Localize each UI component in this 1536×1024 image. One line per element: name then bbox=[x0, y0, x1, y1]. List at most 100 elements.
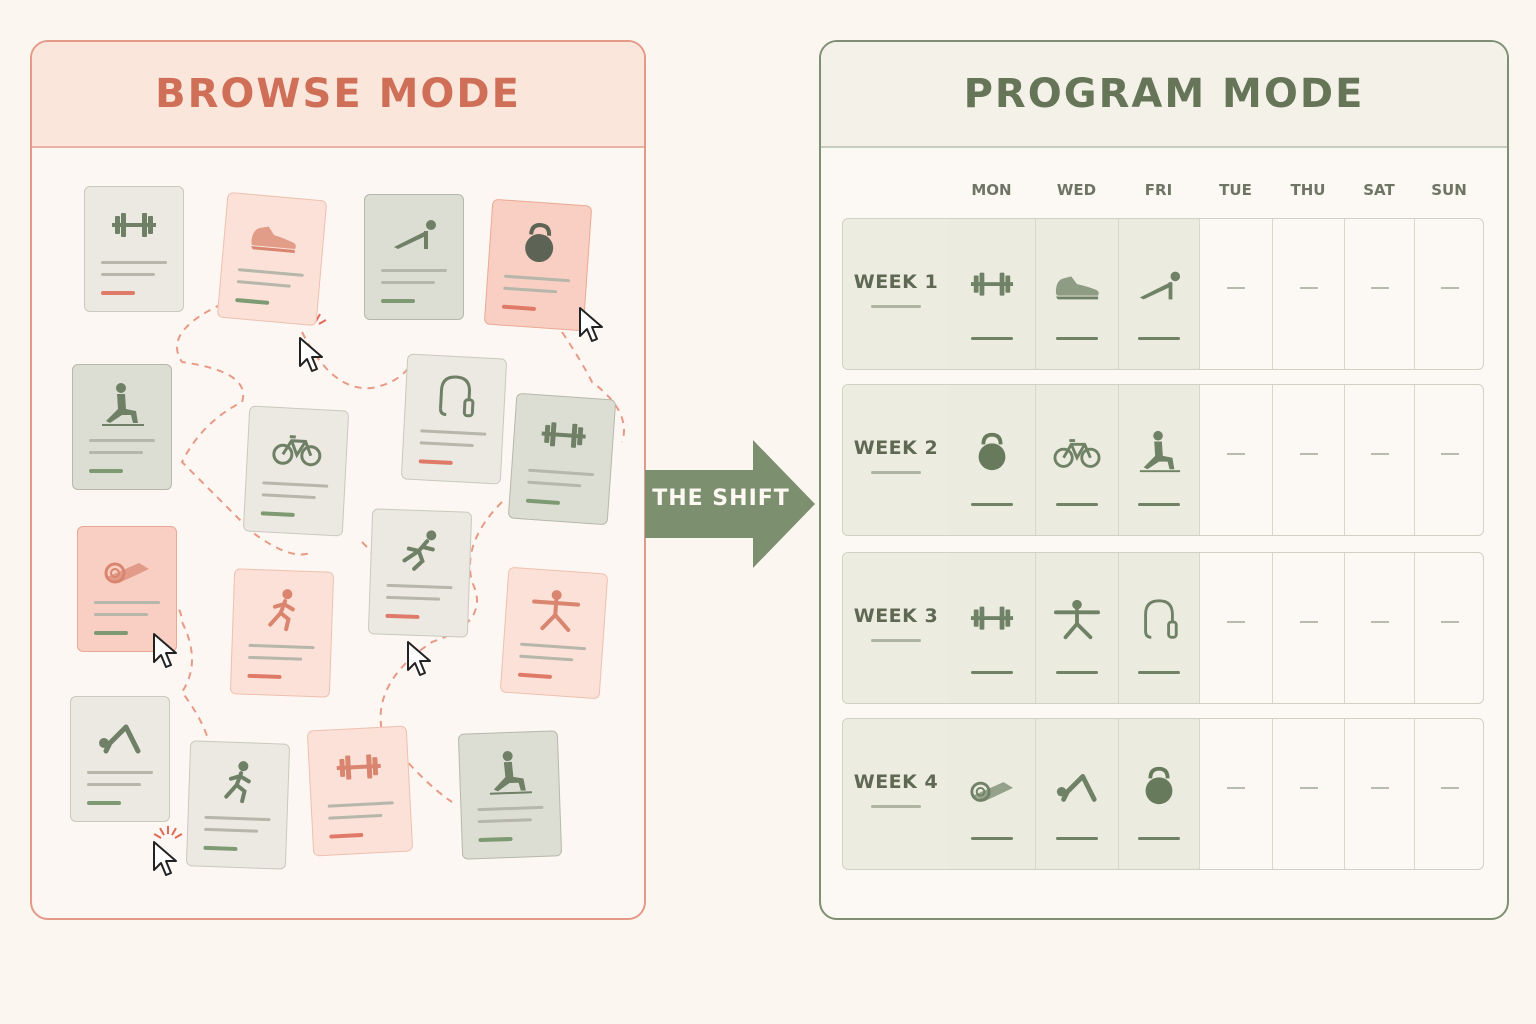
kettlebell-icon bbox=[1131, 763, 1187, 809]
rest-dash bbox=[1299, 453, 1318, 455]
card-text-line bbox=[381, 281, 435, 284]
bicycle-icon bbox=[1049, 429, 1105, 475]
workout-card[interactable] bbox=[364, 194, 464, 320]
lunge-icon bbox=[94, 381, 150, 429]
card-text-line bbox=[503, 286, 558, 294]
sneaker-icon bbox=[244, 211, 304, 264]
jump-rope-icon bbox=[426, 372, 484, 423]
rest-slot[interactable] bbox=[1273, 219, 1345, 369]
week-label: WEEK 1 bbox=[853, 271, 939, 293]
workout-card[interactable] bbox=[367, 508, 473, 638]
sprinter-icon bbox=[392, 526, 450, 576]
workout-card[interactable] bbox=[483, 198, 593, 332]
workout-slot[interactable] bbox=[1036, 385, 1119, 535]
card-text-line bbox=[527, 480, 582, 488]
workout-slot[interactable] bbox=[1119, 719, 1200, 869]
barbell-icon bbox=[106, 203, 162, 251]
rest-slot[interactable] bbox=[1273, 719, 1345, 869]
card-category-tag bbox=[418, 459, 453, 465]
workout-card[interactable] bbox=[84, 186, 184, 312]
rest-dash bbox=[1370, 787, 1389, 789]
slot-bar bbox=[1138, 837, 1180, 840]
barbell-icon bbox=[964, 597, 1020, 643]
workout-slot[interactable] bbox=[1119, 219, 1200, 369]
workout-slot[interactable] bbox=[1036, 719, 1119, 869]
rest-dash bbox=[1227, 621, 1245, 623]
slot-bar bbox=[1056, 671, 1098, 674]
warrior-pose-icon bbox=[1049, 597, 1105, 643]
card-text-line bbox=[237, 268, 304, 277]
workout-card[interactable] bbox=[306, 725, 414, 857]
rest-dash bbox=[1227, 453, 1245, 455]
slot-bar bbox=[1138, 503, 1180, 506]
workout-card[interactable] bbox=[507, 392, 617, 526]
rest-slot[interactable] bbox=[1415, 719, 1483, 869]
barbell-icon bbox=[534, 411, 593, 463]
card-text-line bbox=[528, 468, 595, 477]
rest-slot[interactable] bbox=[1345, 219, 1415, 369]
rest-dash bbox=[1441, 787, 1459, 789]
rest-slot[interactable] bbox=[1415, 385, 1483, 535]
card-category-tag bbox=[89, 469, 123, 473]
week-label-cell: WEEK 1 bbox=[843, 219, 950, 369]
workout-slot[interactable] bbox=[949, 719, 1036, 869]
week-label-cell: WEEK 3 bbox=[843, 553, 950, 703]
card-category-tag bbox=[517, 672, 553, 679]
workout-slot[interactable] bbox=[949, 385, 1036, 535]
rest-dash bbox=[1441, 453, 1459, 455]
rest-slot[interactable] bbox=[1415, 553, 1483, 703]
workout-slot[interactable] bbox=[1119, 553, 1200, 703]
workout-slot[interactable] bbox=[1119, 385, 1200, 535]
week-row: WEEK 3 bbox=[842, 552, 1484, 704]
workout-card[interactable] bbox=[457, 730, 563, 860]
weekday-label-sun: SUN bbox=[1431, 181, 1467, 199]
workout-slot[interactable] bbox=[1036, 553, 1119, 703]
card-text-line bbox=[101, 261, 167, 264]
card-text-line bbox=[420, 429, 487, 436]
bicycle-icon bbox=[268, 424, 326, 475]
rest-slot[interactable] bbox=[1345, 385, 1415, 535]
rest-slot[interactable] bbox=[1200, 553, 1273, 703]
workout-card[interactable] bbox=[229, 568, 335, 698]
browse-mode-title: BROWSE MODE bbox=[32, 42, 644, 148]
rest-slot[interactable] bbox=[1345, 553, 1415, 703]
rest-slot[interactable] bbox=[1273, 385, 1345, 535]
shift-arrow-icon bbox=[645, 440, 815, 568]
week-row: WEEK 4 bbox=[842, 718, 1484, 870]
rest-dash bbox=[1227, 787, 1245, 789]
workout-card[interactable] bbox=[400, 353, 508, 485]
mouse-pointer-icon bbox=[578, 306, 606, 344]
rest-slot[interactable] bbox=[1273, 553, 1345, 703]
card-text-line bbox=[262, 481, 329, 488]
workout-slot[interactable] bbox=[1036, 219, 1119, 369]
card-text-line bbox=[519, 654, 574, 662]
workout-card[interactable] bbox=[185, 740, 291, 870]
rest-slot[interactable] bbox=[1200, 719, 1273, 869]
rest-slot[interactable] bbox=[1345, 719, 1415, 869]
workout-slot[interactable] bbox=[949, 553, 1036, 703]
lunge-icon bbox=[1131, 429, 1187, 475]
workout-card[interactable] bbox=[499, 566, 609, 700]
rest-dash bbox=[1441, 287, 1459, 289]
slot-bar bbox=[1056, 503, 1098, 506]
workout-slot[interactable] bbox=[949, 219, 1036, 369]
barbell-icon bbox=[964, 263, 1020, 309]
weekday-label-mon: MON bbox=[971, 181, 1012, 199]
rest-slot[interactable] bbox=[1200, 385, 1273, 535]
weekday-label-wed: WED bbox=[1056, 181, 1097, 199]
workout-card[interactable] bbox=[242, 405, 350, 537]
card-text-line bbox=[94, 601, 160, 604]
rest-slot[interactable] bbox=[1200, 219, 1273, 369]
card-text-line bbox=[248, 643, 315, 650]
card-text-line bbox=[328, 813, 383, 820]
workout-card[interactable] bbox=[77, 526, 177, 652]
workout-card[interactable] bbox=[70, 696, 170, 822]
workout-card[interactable] bbox=[72, 364, 172, 490]
yoga-mat-icon bbox=[964, 763, 1020, 809]
mouse-pointer-icon bbox=[152, 632, 180, 670]
card-text-line bbox=[477, 805, 544, 812]
workout-card[interactable] bbox=[216, 191, 328, 327]
card-text-line bbox=[248, 655, 303, 661]
week-label: WEEK 4 bbox=[853, 771, 939, 793]
rest-slot[interactable] bbox=[1415, 219, 1483, 369]
